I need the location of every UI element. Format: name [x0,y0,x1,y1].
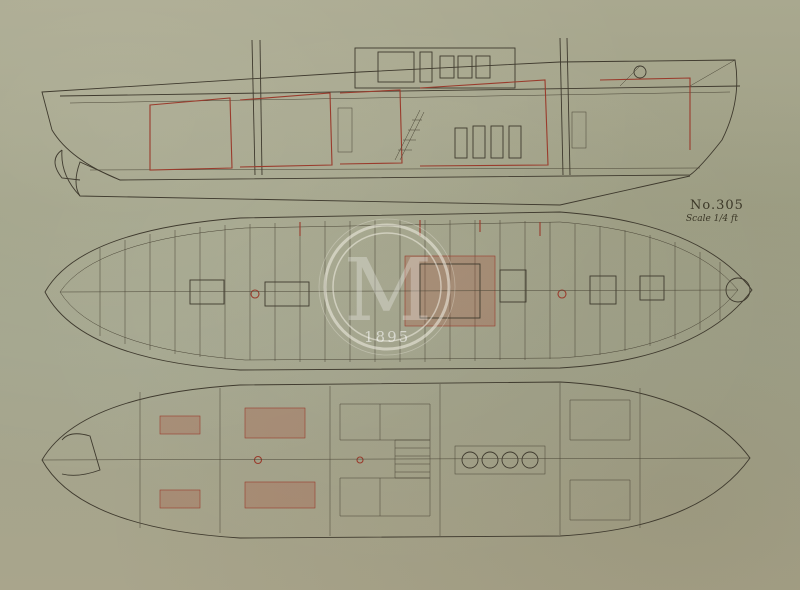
watermark-seal [318,218,456,356]
side-elevation [41,37,741,206]
watermark-year: 1895 [364,328,411,346]
engine-plan [454,445,546,475]
watermark-letter: M [344,241,433,341]
saloon-furniture [159,407,316,509]
plan-number: No.305 [690,198,744,213]
plan-scale: Scale 1/4 ft [686,214,738,224]
lower-deck-plan [41,381,751,539]
engine-cylinders-side [454,125,522,159]
